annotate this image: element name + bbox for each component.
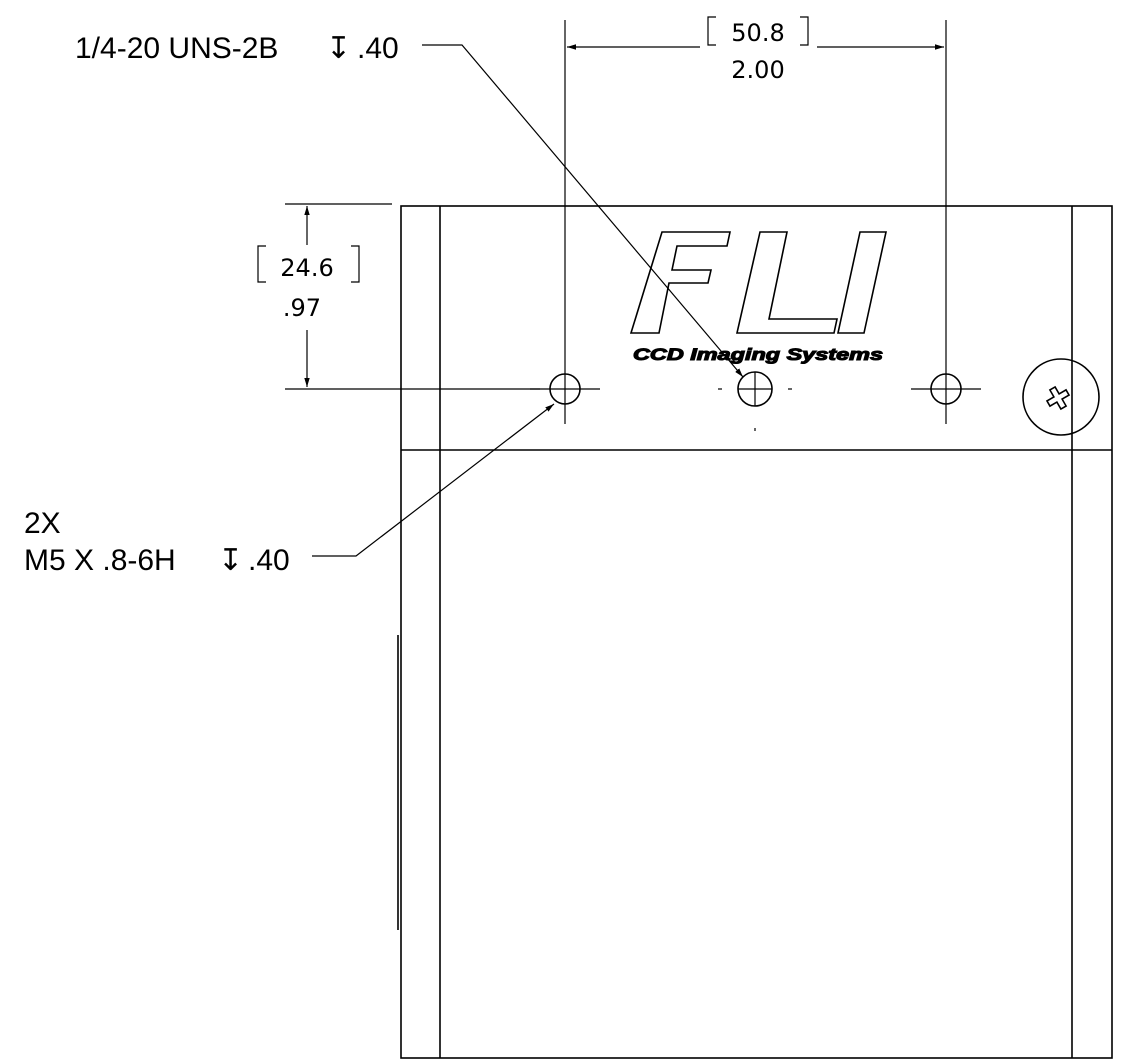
- hole-spacing-dimension: 50.8 2.00: [567, 16, 944, 84]
- metric-hole-right: [911, 20, 981, 424]
- part-outline: [400, 205, 1113, 1059]
- logo-tagline: CCD Imaging Systems: [633, 345, 883, 364]
- part-body: [397, 205, 1113, 1059]
- metric-hole-left: [530, 20, 600, 424]
- tapped-hole-leader: [422, 44, 744, 378]
- logo-letter-l: [735, 231, 838, 334]
- metric-holes-qty: 2X: [24, 507, 61, 540]
- hole-spacing-imperial: 2.00: [731, 56, 784, 84]
- tapped-hole-depth-symbol: ↧: [326, 32, 351, 65]
- fli-logo: CCD Imaging Systems: [629, 231, 887, 365]
- logo-letter-f: [629, 231, 731, 334]
- hole-height-imperial: .97: [283, 294, 321, 322]
- metric-holes-thread: M5 X .8-6H: [24, 544, 176, 577]
- logo-letter-i: [837, 231, 887, 334]
- tapped-hole-callout: 1/4-20 UNS-2B ↧ .40: [75, 32, 744, 378]
- metric-holes-callout: 2X M5 X .8-6H ↧ .40: [24, 403, 555, 577]
- hole-spacing-metric: 50.8: [731, 19, 784, 47]
- screw-head: [1022, 358, 1100, 436]
- tapped-hole-depth: .40: [357, 32, 399, 65]
- hole-height-dimension: 24.6 .97: [257, 203, 540, 390]
- metric-holes-leader: [312, 403, 555, 557]
- tapped-hole-thread: 1/4-20 UNS-2B: [75, 32, 278, 65]
- tapped-hole-center: [718, 371, 792, 431]
- metric-holes-depth: .40: [248, 544, 290, 577]
- hole-height-metric: 24.6: [280, 254, 333, 282]
- metric-holes-depth-symbol: ↧: [218, 544, 243, 577]
